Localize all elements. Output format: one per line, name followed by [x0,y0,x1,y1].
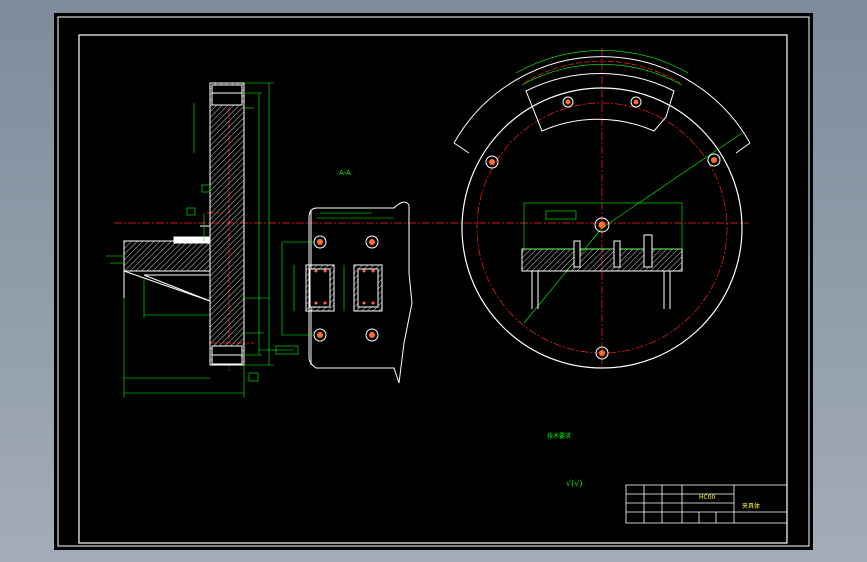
section-dimensions [106,82,299,398]
view-label: A-A [339,169,351,177]
title-block-part-no: HC00 [699,494,716,501]
circular-view [453,50,751,369]
center-lines [114,48,749,373]
technical-notes-title: 技术要求 [546,433,571,440]
surface-finish-symbol: √(√) [566,479,583,488]
plan-dimensions [281,212,394,336]
outer-frame [57,16,810,547]
title-block [625,484,788,524]
drawing-canvas[interactable]: A-A HC00 夹具体 技术要求 √(√) [54,13,813,550]
drawing-sheet [57,16,810,547]
technical-notes: 技术要求 [474,433,644,442]
section-view [123,82,245,366]
inner-frame [78,34,788,544]
plan-view [305,201,413,384]
title-block-name: 夹具体 [742,503,761,510]
